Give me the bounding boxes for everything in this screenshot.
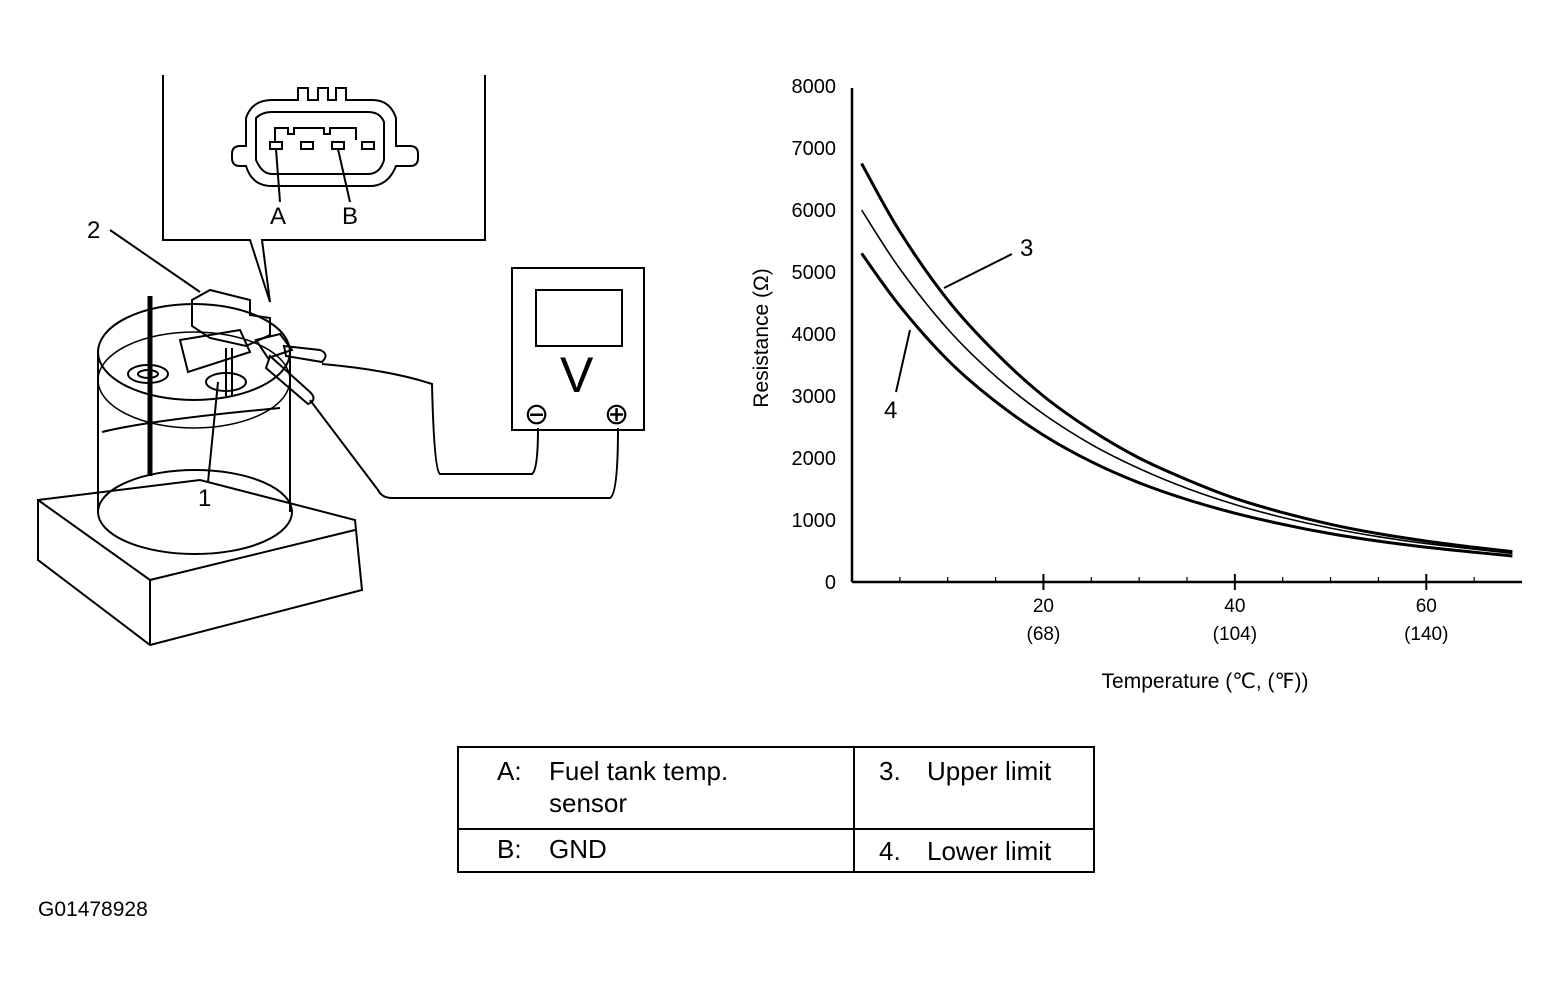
tank-top <box>97 303 291 401</box>
y-tick-label: 3000 <box>792 386 837 408</box>
y-tick-label: 8000 <box>792 76 837 98</box>
pin-4 <box>361 141 375 150</box>
figure-id: G01478928 <box>38 898 148 921</box>
y-tick-label: 1000 <box>792 510 837 532</box>
voltmeter <box>309 267 645 499</box>
inset-frame <box>162 75 486 303</box>
test-lead-pos <box>264 354 315 406</box>
y-tick-label: 4000 <box>792 324 837 346</box>
series-line-nominal <box>860 209 1513 555</box>
series-line-lower <box>860 252 1513 558</box>
x-tick-sublabel: (68) <box>1027 624 1061 645</box>
legend-key-a: A: <box>497 756 522 786</box>
sensor-flange <box>178 328 252 374</box>
pin-2 <box>300 141 314 150</box>
tank-band <box>101 407 281 433</box>
legend-key-b: B: <box>497 834 522 864</box>
pin-a <box>269 141 283 150</box>
probe-connector <box>254 332 294 360</box>
connector-face <box>255 111 385 175</box>
base-top-edge <box>37 499 356 582</box>
meter-display <box>535 289 623 347</box>
legend-text-b: GND <box>549 834 607 864</box>
meter-pos-terminal: ⊕ <box>604 398 629 431</box>
leader-1 <box>207 381 219 483</box>
test-lead-neg <box>282 344 327 364</box>
pin-b-label: B <box>342 203 358 230</box>
y-axis-label: Resistance (Ω) <box>750 268 773 407</box>
legend-text-a-line1: Fuel tank temp. <box>549 756 729 786</box>
legend-horizontal-divider <box>459 828 1093 830</box>
y-tick-label: 2000 <box>792 448 837 470</box>
legend-text-3: Upper limit <box>927 756 1052 786</box>
connector-pins-top <box>274 127 357 142</box>
legend-table: A: Fuel tank temp. sensor B: GND 3. Uppe… <box>457 746 1095 873</box>
x-tick-sublabel: (140) <box>1404 624 1448 645</box>
callout-2: 2 <box>87 217 100 244</box>
pin-a-label: A <box>270 203 286 230</box>
wire-neg <box>321 363 539 475</box>
x-tick-label: 20 <box>1033 596 1054 617</box>
tank-rim <box>97 331 291 429</box>
x-tick-sublabel: (104) <box>1213 624 1257 645</box>
callout-1: 1 <box>198 485 211 512</box>
y-tick-label: 6000 <box>792 200 837 222</box>
x-axis-label: Temperature (℃, (℉)) <box>1102 670 1309 693</box>
base-plate <box>37 478 364 647</box>
legend-text-a-line2: sensor <box>549 788 628 818</box>
y-tick-label: 7000 <box>792 138 837 160</box>
leader-2 <box>109 229 201 293</box>
legend-key-4: 4. <box>879 836 901 866</box>
callout-4: 4 <box>884 397 897 424</box>
meter-neg-terminal: ⊖ <box>524 398 549 431</box>
legend-text-4: Lower limit <box>927 836 1052 866</box>
callout-3: 3 <box>1020 235 1033 262</box>
y-tick-label: 0 <box>825 572 836 594</box>
resistance-chart: 8000 7000 6000 5000 4000 3000 2000 1000 0 20 (68)… <box>750 76 1522 693</box>
meter-v-symbol: V <box>560 347 594 403</box>
leader-3 <box>943 253 1013 289</box>
fuel-pump-assembly <box>37 229 364 647</box>
x-tick-label: 40 <box>1224 596 1245 617</box>
series-line-upper <box>860 162 1513 554</box>
leader-4 <box>895 329 911 393</box>
leader-a <box>275 148 281 203</box>
tank-bottom <box>97 469 293 555</box>
connector-housing <box>231 87 419 187</box>
pin-b <box>331 141 345 150</box>
meter-body <box>511 267 645 431</box>
wire-pos <box>309 399 619 499</box>
sensor-body <box>191 288 271 348</box>
y-tick-label: 5000 <box>792 262 837 284</box>
leader-b <box>337 148 351 203</box>
legend-vertical-divider <box>853 748 855 871</box>
legend-key-3: 3. <box>879 756 901 786</box>
connector-inset <box>162 75 486 303</box>
x-tick-label: 60 <box>1416 596 1437 617</box>
